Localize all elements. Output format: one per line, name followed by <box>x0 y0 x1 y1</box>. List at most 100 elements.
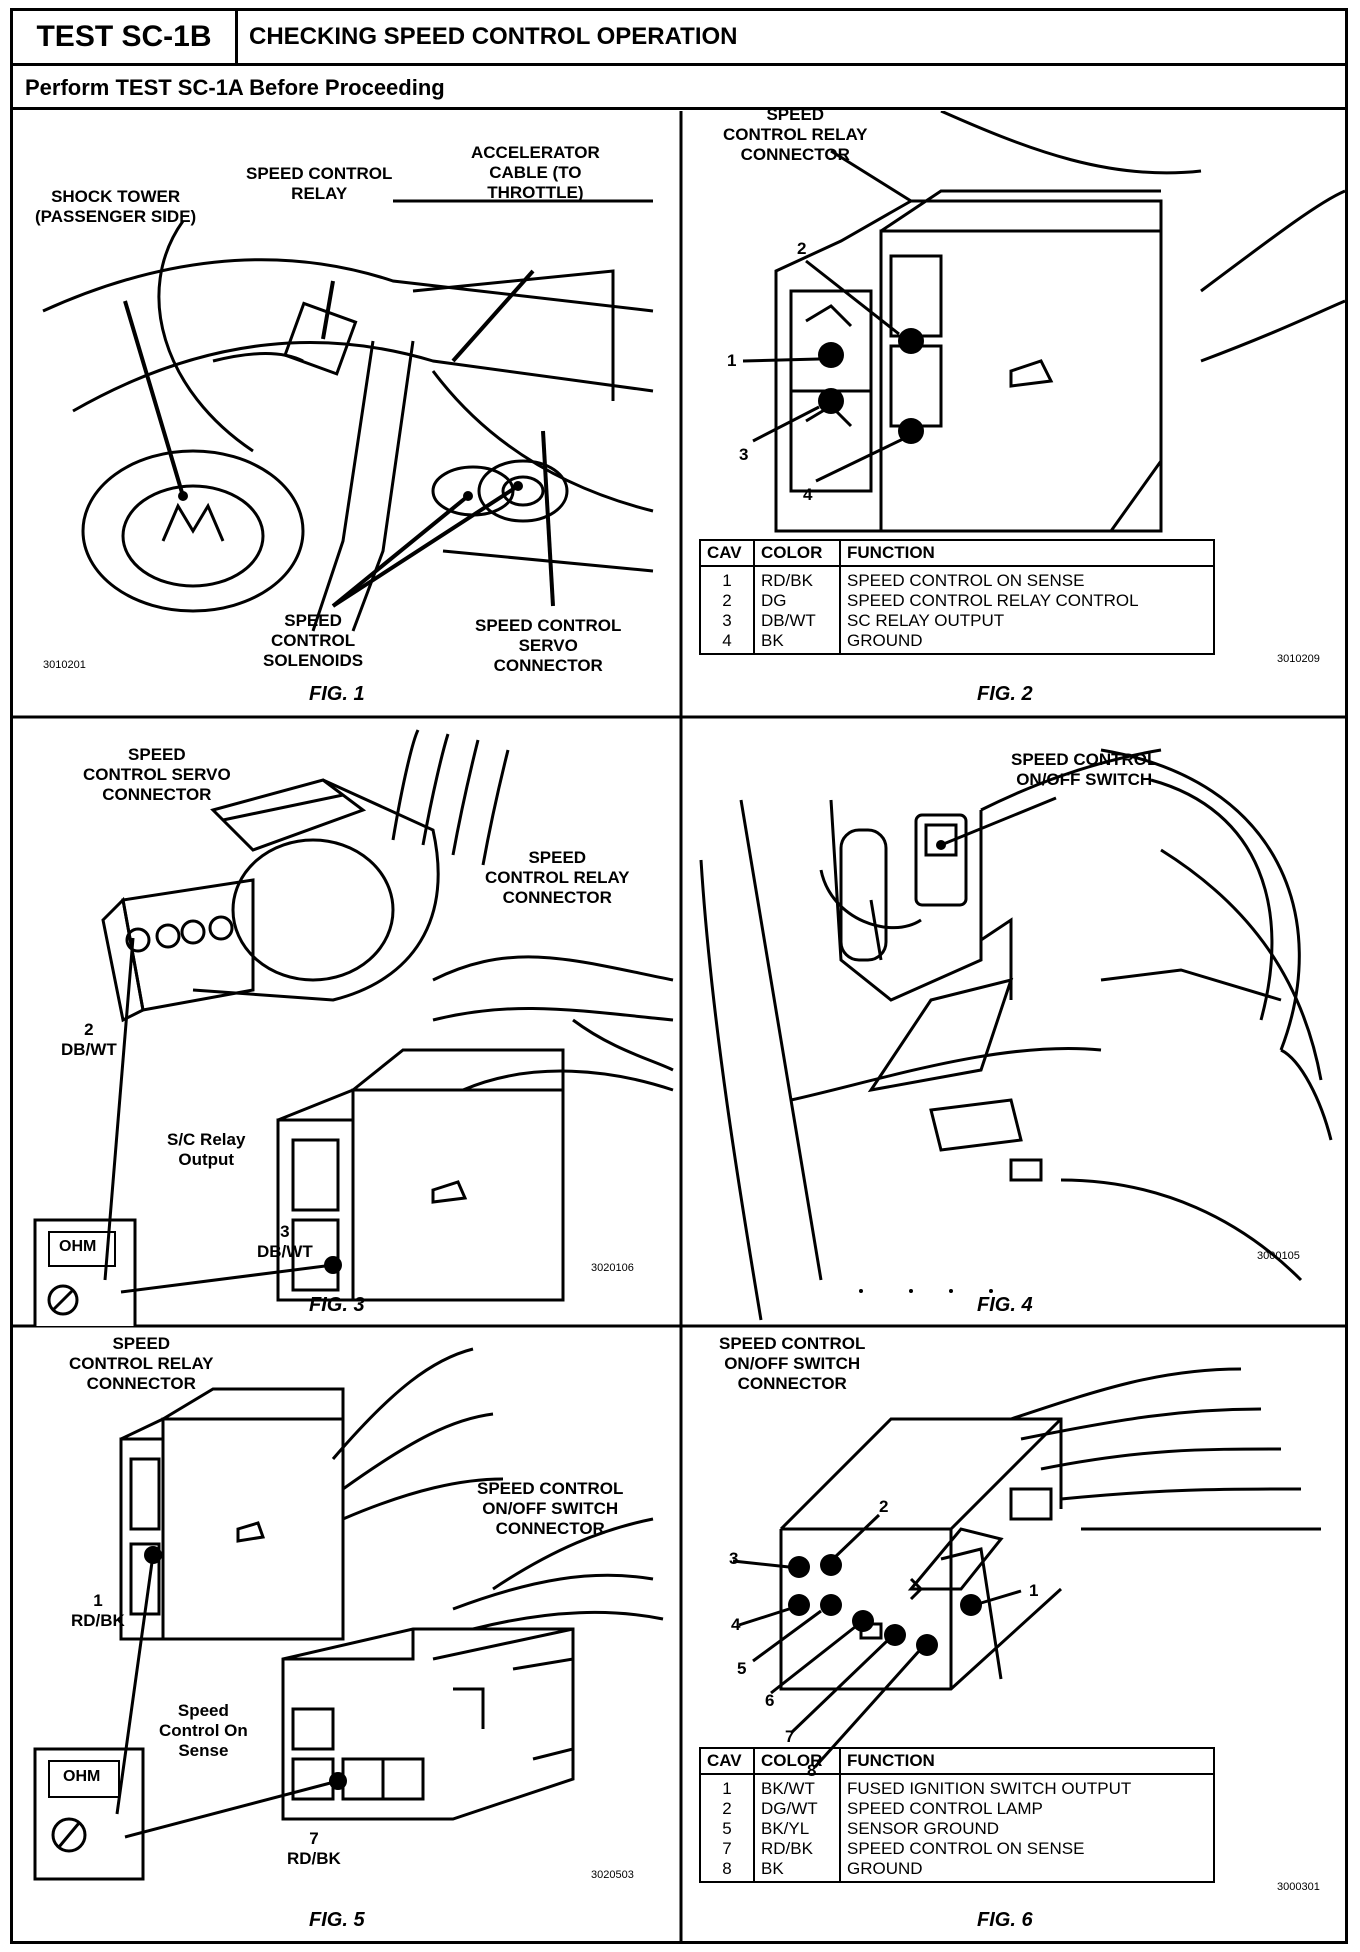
label-line: SPEED <box>766 105 825 124</box>
label-line: Speed <box>177 1701 229 1720</box>
sc-relay-output-label: S/C Relay Output <box>167 1130 245 1170</box>
fig6-panel: SPEED CONTROL ON/OFF SWITCH CONNECTOR 2 … <box>681 1329 1345 1941</box>
test-id: TEST SC-1B <box>13 11 238 63</box>
col-header: CAV <box>699 539 755 567</box>
relay-connector-title: SPEED CONTROL RELAY CONNECTOR <box>485 848 630 908</box>
label-line: CONTROL SERVO <box>83 765 231 784</box>
page-frame: TEST SC-1B CHECKING SPEED CONTROL OPERAT… <box>10 8 1348 1944</box>
figure-caption: FIG. 3 <box>309 1294 365 1316</box>
switch-label: SPEED CONTROL ON/OFF SWITCH <box>1011 750 1157 790</box>
pin7-label: 7 RD/BK <box>287 1829 341 1869</box>
relay-connector-title: SPEED CONTROL RELAY CONNECTOR <box>69 1334 214 1394</box>
label-line: SPEED CONTROL <box>475 616 622 635</box>
label-line: SPEED CONTROL <box>246 164 393 183</box>
figure-code: 3000105 <box>1257 1250 1300 1262</box>
col-header: COLOR <box>753 539 841 567</box>
cell: 2 <box>699 1799 755 1819</box>
label-line: SHOCK TOWER <box>51 187 181 206</box>
cell: SENSOR GROUND <box>839 1819 1215 1839</box>
pin-label: 4 <box>803 485 813 504</box>
fig4-dash-illustration <box>699 748 1333 1321</box>
fig3-panel: SPEED CONTROL SERVO CONNECTOR SPEED CONT… <box>13 720 681 1326</box>
header: TEST SC-1B CHECKING SPEED CONTROL OPERAT… <box>13 11 1345 66</box>
figure-code: 3020503 <box>591 1869 634 1881</box>
label-line: SPEED CONTROL <box>477 1479 624 1498</box>
switch-connector-title: SPEED CONTROL ON/OFF SWITCH CONNECTOR <box>477 1479 623 1539</box>
fig5-panel: SPEED CONTROL RELAY CONNECTOR SPEED CONT… <box>13 1329 681 1941</box>
cell: SC RELAY OUTPUT <box>839 611 1215 631</box>
cell: GROUND <box>839 631 1215 655</box>
fig2-panel: SPEED CONTROL RELAY CONNECTOR 2 1 3 4 CA… <box>681 105 1345 717</box>
label-line: (PASSENGER SIDE) <box>35 207 197 226</box>
label-line: SPEED CONTROL <box>719 1334 866 1353</box>
label-line: SPEED <box>128 745 186 764</box>
cell: SPEED CONTROL ON SENSE <box>839 1839 1215 1859</box>
label-line: 2 <box>84 1020 94 1039</box>
label-line: ACCELERATOR <box>471 143 600 162</box>
figure-caption: FIG. 2 <box>977 683 1033 705</box>
label-line: 3 <box>280 1222 290 1241</box>
label-line: SOLENOIDS <box>263 651 364 670</box>
fig3-ohmmeter-test-illustration <box>33 729 674 1326</box>
pin-label: 3 <box>729 1549 739 1568</box>
label-line: CONTROL RELAY <box>485 868 630 887</box>
label-line: CONNECTOR <box>86 1374 196 1393</box>
label-line: CONNECTOR <box>740 145 850 164</box>
cell: BK/WT <box>753 1774 841 1799</box>
servo-connector-label: SPEED CONTROL SERVO CONNECTOR <box>475 616 621 676</box>
col-header: COLOR <box>753 1747 841 1775</box>
cell: 2 <box>699 591 755 611</box>
pin-label: 6 <box>765 1691 775 1710</box>
cell: 7 <box>699 1839 755 1859</box>
pin-label: 4 <box>731 1615 741 1634</box>
label-line: RELAY <box>291 184 348 203</box>
label-line: ON/OFF SWITCH <box>724 1354 861 1373</box>
pin-label: 2 <box>797 239 807 258</box>
page-title: CHECKING SPEED CONTROL OPERATION <box>249 23 738 50</box>
fig6-switch-connector-illustration <box>732 1367 1321 1769</box>
pin3-label: 3 DB/WT <box>257 1222 313 1262</box>
label-line: CONNECTOR <box>493 656 603 675</box>
figure-code: 3010209 <box>1277 653 1320 665</box>
label-line: 7 <box>309 1829 319 1848</box>
label-line: CONNECTOR <box>102 785 212 804</box>
label-line: SPEED <box>528 848 587 867</box>
label-line: CONNECTOR <box>737 1374 847 1393</box>
pin-label: 7 <box>785 1727 795 1746</box>
pin-label: 2 <box>879 1497 889 1516</box>
label-line: Sense <box>178 1741 229 1760</box>
label-line: SPEED CONTROL <box>1011 750 1158 769</box>
label-line: ON/OFF SWITCH <box>482 1499 619 1518</box>
cell: 1 <box>699 566 755 591</box>
figure-code: 3020106 <box>591 1262 634 1274</box>
label-line: CONNECTOR <box>502 888 612 907</box>
cell: BK/YL <box>753 1819 841 1839</box>
shock-tower-label: SHOCK TOWER (PASSENGER SIDE) <box>35 187 196 227</box>
subtitle: Perform TEST SC-1A Before Proceeding <box>13 66 1345 110</box>
label-line: THROTTLE) <box>487 183 584 202</box>
label-line: ON/OFF SWITCH <box>1016 770 1153 789</box>
cell: 4 <box>699 631 755 655</box>
pin-label: 5 <box>737 1659 747 1678</box>
cell: SPEED CONTROL RELAY CONTROL <box>839 591 1215 611</box>
label-line: S/C Relay <box>167 1130 246 1149</box>
cell: 8 <box>699 1859 755 1883</box>
col-header: FUNCTION <box>839 539 1215 567</box>
figure-caption: FIG. 6 <box>977 1909 1033 1931</box>
label-line: SERVO <box>518 636 578 655</box>
label-line: 1 <box>93 1591 103 1610</box>
label-line: CONTROL <box>271 631 356 650</box>
pin-label: 3 <box>739 445 749 464</box>
pin1-label: 1 RD/BK <box>71 1591 125 1631</box>
label-line: Output <box>178 1150 235 1169</box>
switch-connector-title: SPEED CONTROL ON/OFF SWITCH CONNECTOR <box>719 1334 865 1394</box>
fig4-panel: SPEED CONTROL ON/OFF SWITCH 3000105 FIG.… <box>681 720 1345 1326</box>
